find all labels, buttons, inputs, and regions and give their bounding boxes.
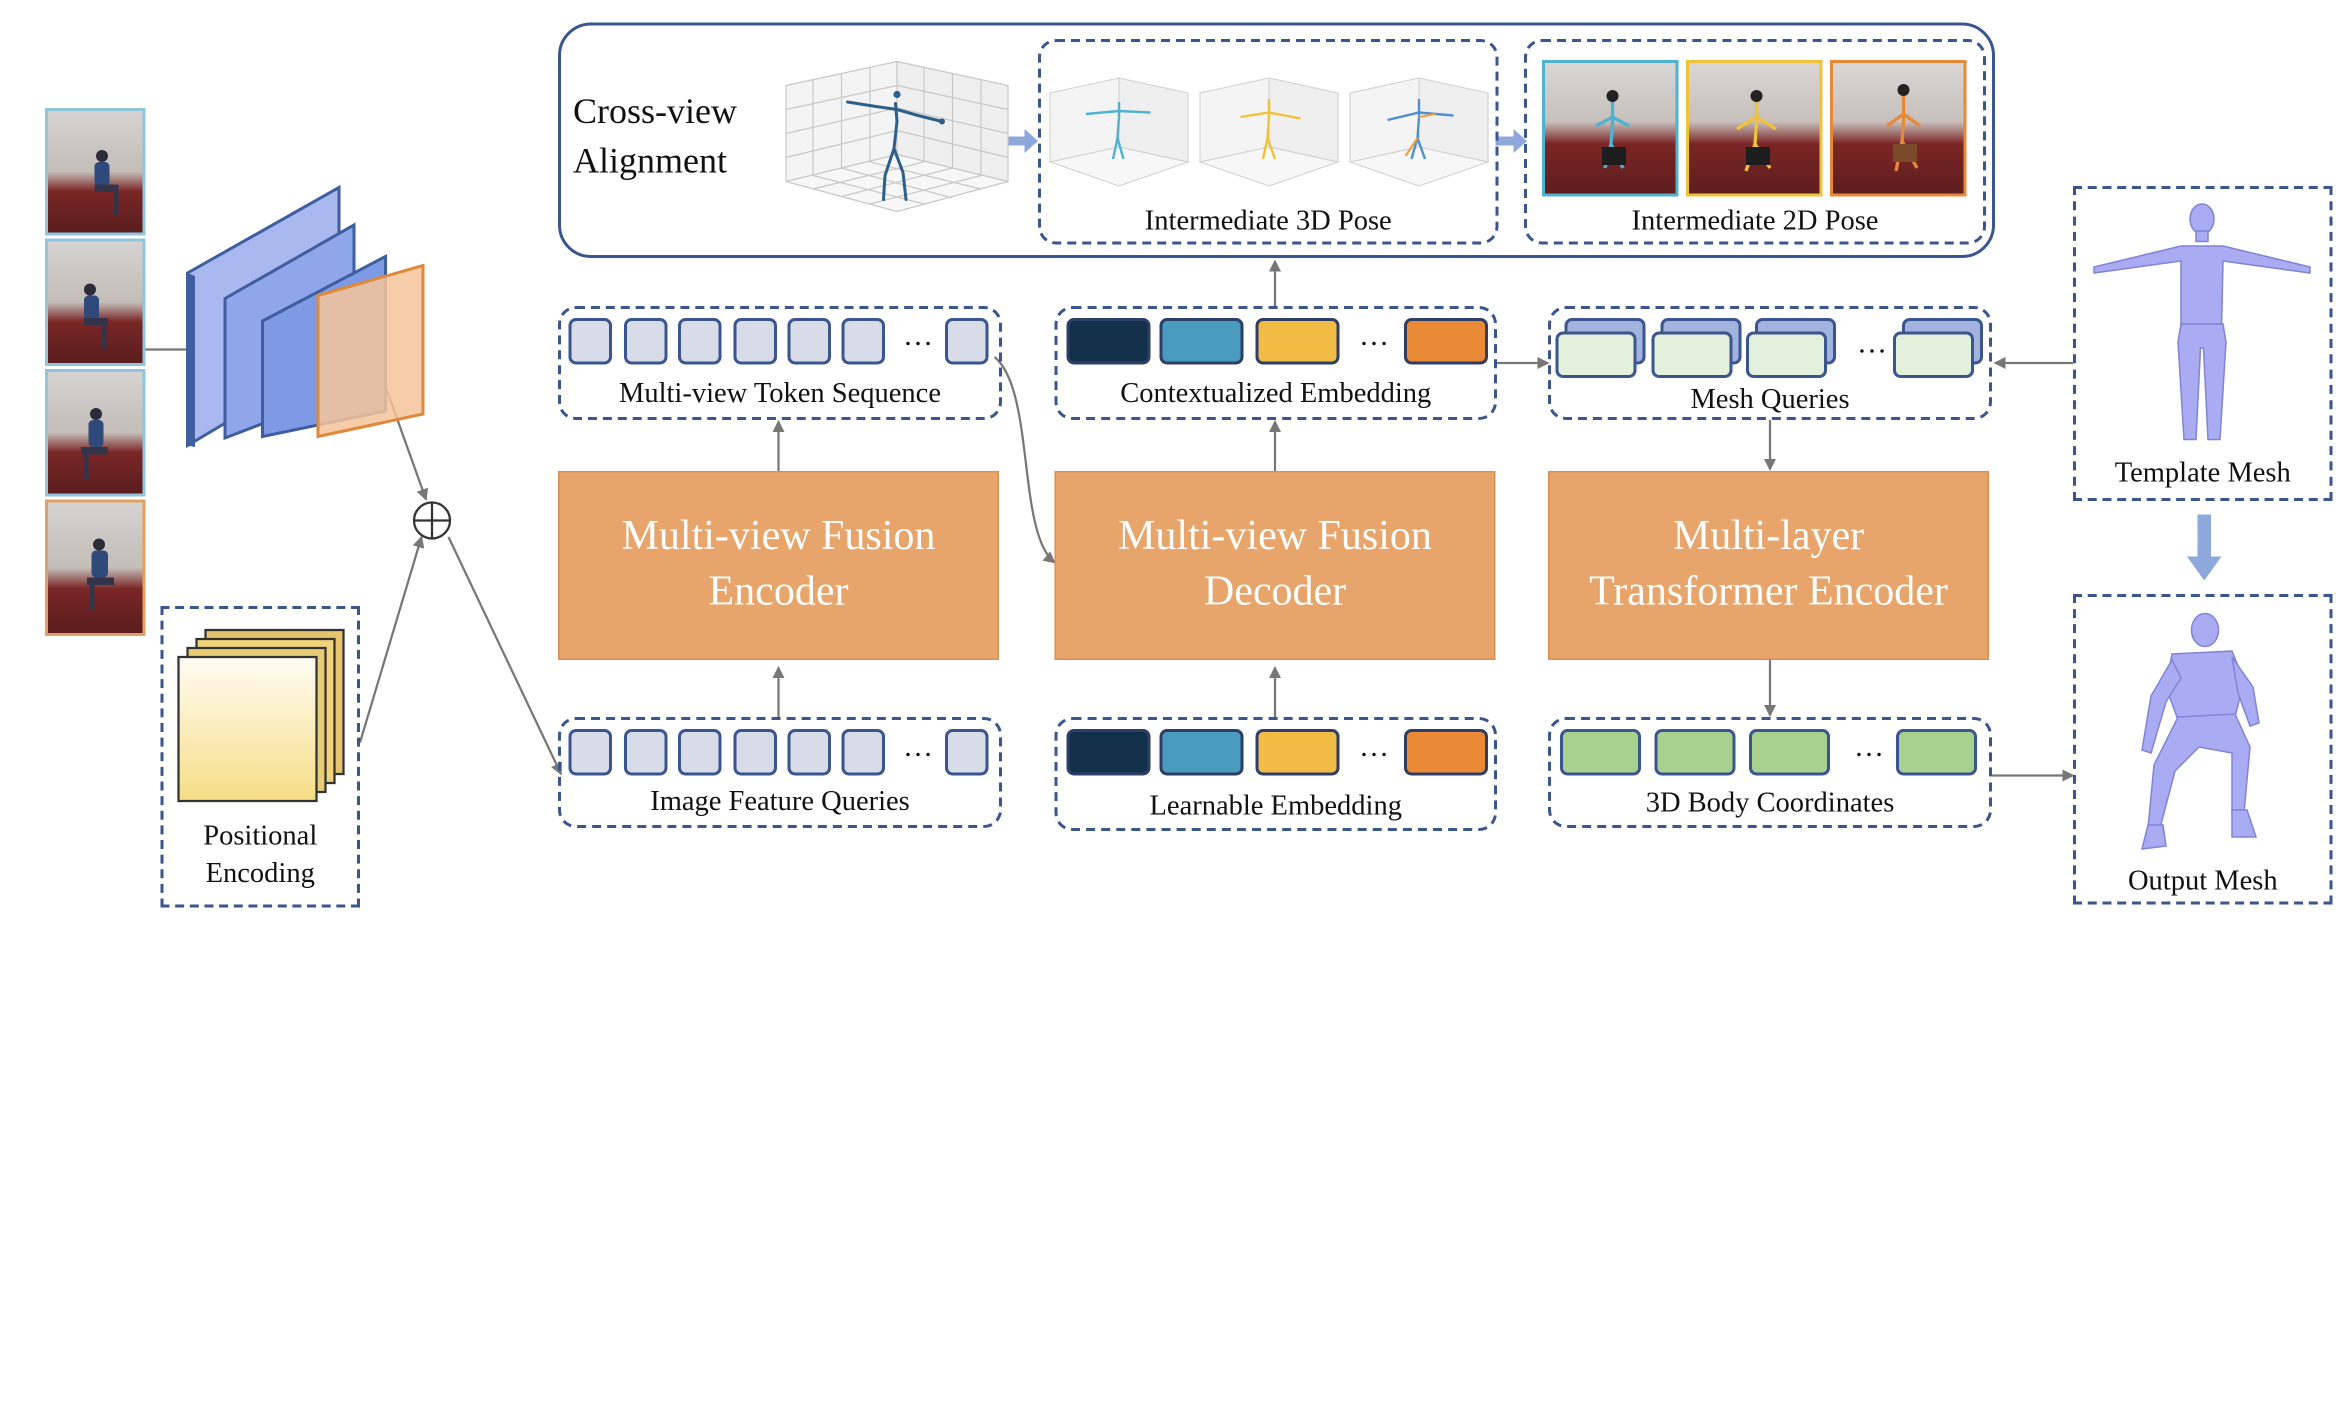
mesh-queries-label: Mesh Queries — [1690, 384, 1850, 416]
pose-2d-frame — [1542, 60, 1679, 197]
token — [841, 318, 885, 365]
token — [624, 318, 668, 365]
decoder-title-line2: Decoder — [1203, 568, 1347, 616]
mesh-query — [1746, 331, 1827, 378]
output-mesh-label: Output Mesh — [2127, 865, 2278, 897]
positional-encoding-box: Positional Encoding — [160, 606, 360, 908]
intermediate-2d-pose-label: Intermediate 2D Pose — [1631, 205, 1879, 237]
encoder-title-line2: Encoder — [708, 568, 849, 616]
block-arrow-icon — [1495, 129, 1527, 153]
pose-2d-frame — [1686, 60, 1823, 197]
token — [841, 729, 885, 776]
multi-view-token-sequence-label: Multi-view Token Sequence — [618, 378, 941, 410]
body-coordinates-label: 3D Body Coordinates — [1645, 787, 1895, 819]
embedding-token — [1255, 729, 1340, 776]
ellipsis: … — [903, 319, 935, 353]
mesh-query — [1651, 331, 1733, 378]
intermediate-3d-pose-box: Intermediate 3D Pose — [1038, 39, 1499, 245]
transformer-title-line2: Transformer Encoder — [1589, 568, 1948, 616]
block-arrow-icon — [1006, 129, 1038, 153]
cross-view-title-line1: Cross-view — [573, 93, 737, 132]
ellipsis: … — [1854, 730, 1886, 764]
learnable-embedding-label: Learnable Embedding — [1149, 790, 1402, 822]
positional-encoding-icon — [177, 628, 345, 803]
intermediate-3d-pose-label: Intermediate 3D Pose — [1144, 205, 1392, 237]
embedding-token — [1066, 318, 1151, 365]
token — [678, 729, 722, 776]
input-frame — [45, 369, 146, 497]
contextualized-embedding-box: … Contextualized Embedding — [1054, 306, 1497, 420]
pose-3d-view — [1348, 77, 1490, 187]
cross-view-title-line2: Alignment — [573, 142, 727, 182]
transformer-title-line1: Multi-layer — [1672, 513, 1865, 560]
token — [733, 318, 777, 365]
cross-view-alignment-panel: Cross-view Alignment — [558, 22, 1995, 258]
pose-3d-plot — [785, 60, 1009, 213]
block-arrow-icon — [2187, 514, 2222, 581]
image-feature-queries-box: … Image Feature Queries — [558, 717, 1002, 828]
embedding-token — [1255, 318, 1340, 365]
positional-encoding-label-line1: Positional — [203, 820, 318, 852]
token — [678, 318, 722, 365]
embedding-token — [1066, 729, 1151, 776]
embedding-token — [1159, 318, 1244, 365]
mesh-query — [1893, 331, 1974, 378]
arrow-sum-to-queries — [447, 536, 563, 776]
multi-view-fusion-decoder: Multi-view Fusion Decoder — [1054, 471, 1496, 660]
token — [568, 318, 612, 365]
template-mesh-box: Template Mesh — [2073, 186, 2333, 501]
output-mesh-box: Output Mesh — [2073, 594, 2333, 905]
multi-view-fusion-encoder: Multi-view Fusion Encoder — [558, 471, 999, 660]
pose-2d-frame — [1830, 60, 1967, 197]
token — [945, 318, 989, 365]
embedding-token — [1404, 318, 1488, 365]
contextualized-embedding-label: Contextualized Embedding — [1120, 378, 1432, 410]
image-feature-queries-label: Image Feature Queries — [650, 786, 910, 818]
output-mesh-icon — [2141, 612, 2260, 850]
multi-view-token-sequence-box: … Multi-view Token Sequence — [558, 306, 1002, 420]
mesh-query — [1555, 331, 1637, 378]
token — [787, 729, 831, 776]
body-coordinates-box: … 3D Body Coordinates — [1548, 717, 1992, 828]
connector-layer — [145, 129, 2222, 782]
positional-encoding-label-line2: Encoding — [205, 858, 315, 890]
body-coordinate-token — [1560, 729, 1641, 776]
template-mesh-icon — [2093, 203, 2311, 441]
circled-plus-icon — [412, 501, 452, 540]
multi-layer-transformer-encoder: Multi-layer Transformer Encoder — [1548, 471, 1989, 660]
mesh-queries-box: … Mesh Queries — [1548, 306, 1992, 420]
ellipsis: … — [1359, 730, 1391, 764]
input-frame — [45, 108, 146, 236]
pose-3d-view — [1198, 77, 1340, 187]
embedding-token — [1159, 729, 1244, 776]
body-coordinate-token — [1749, 729, 1830, 776]
token — [568, 729, 612, 776]
input-frame — [45, 238, 146, 366]
decoder-title-line1: Multi-view Fusion — [1118, 513, 1432, 560]
pose-3d-view — [1048, 77, 1190, 187]
template-mesh-label: Template Mesh — [2114, 457, 2291, 489]
learnable-embedding-box: … Learnable Embedding — [1054, 717, 1497, 831]
token — [624, 729, 668, 776]
input-frame — [45, 499, 146, 636]
arrow-posenc-to-sum — [358, 535, 425, 743]
arrow-features-to-sum — [373, 356, 429, 501]
token — [733, 729, 777, 776]
ellipsis: … — [1857, 327, 1889, 360]
ellipsis: … — [903, 730, 935, 764]
token — [787, 318, 831, 365]
body-coordinate-token — [1896, 729, 1977, 776]
arrow-tokens-to-decoder — [993, 356, 1056, 564]
encoder-title-line1: Multi-view Fusion — [621, 513, 936, 560]
input-image-sequence — [42, 105, 149, 639]
embedding-token — [1404, 729, 1488, 776]
body-coordinate-token — [1654, 729, 1736, 776]
ellipsis: … — [1359, 319, 1391, 353]
intermediate-2d-pose-box: Intermediate 2D Pose — [1524, 39, 1986, 245]
token — [945, 729, 989, 776]
